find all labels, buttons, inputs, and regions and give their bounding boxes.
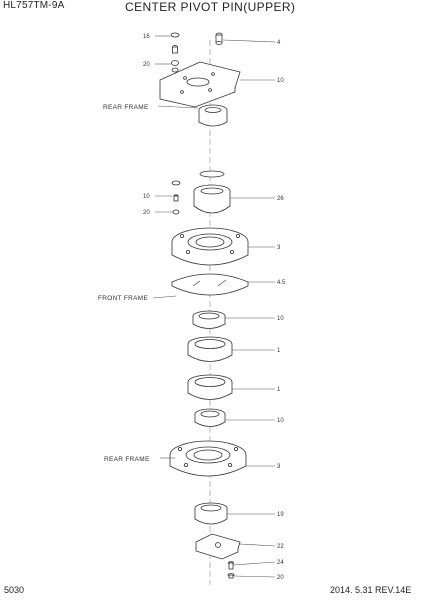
rear-frame-bottom-label: REAR FRAME — [104, 456, 150, 463]
callout-22: 22 — [277, 544, 284, 550]
callout-10-plate: 10 — [277, 78, 284, 84]
pin-collar-part — [193, 170, 231, 214]
callout-20-lower: 20 — [277, 575, 284, 581]
front-frame-label: FRONT FRAME — [98, 295, 148, 302]
upper-plate-part — [159, 61, 241, 108]
front-frame-leader — [152, 295, 177, 299]
rear-frame-top-label: REAR FRAME — [103, 104, 149, 111]
callout-24: 24 — [277, 560, 284, 566]
callout-26: 26 — [277, 196, 284, 202]
bearing-housing-lower — [169, 440, 247, 477]
callout-1-lower: 1 — [277, 387, 281, 393]
callout-4-5: 4.5 — [277, 280, 286, 286]
callout-3-lower: 3 — [277, 464, 281, 470]
lock-plate-part — [195, 533, 241, 560]
upper-bushing-part — [198, 104, 228, 127]
bearing-upper-part — [187, 336, 233, 362]
callout-3-upper: 3 — [277, 245, 281, 251]
revision-date: 2014. 5.31 REV.14E — [330, 585, 412, 595]
callout-10-middle: 10 — [143, 194, 150, 200]
lower-collar-part — [194, 502, 228, 525]
seal-lower-part — [194, 408, 226, 427]
shim-plate-part — [171, 273, 249, 296]
rear-frame-top-leader — [157, 105, 199, 109]
callout-10-seal-upper: 10 — [277, 316, 284, 322]
callout-20-upper: 20 — [143, 62, 150, 68]
grease-nipple-part — [215, 32, 223, 45]
seal-upper-part — [192, 310, 226, 329]
bearing-housing-upper — [171, 227, 249, 266]
callout-16: 16 — [143, 34, 150, 40]
callout-20-middle: 20 — [143, 210, 150, 216]
callout-4: 4 — [277, 40, 281, 46]
callout-19: 19 — [277, 512, 284, 518]
small-hardware-middle — [171, 180, 181, 215]
model-code: HL757TM-9A — [3, 0, 65, 11]
page-number: 5030 — [4, 585, 25, 595]
small-hardware-upper — [170, 32, 180, 73]
callout-1-upper: 1 — [277, 348, 281, 354]
lower-bolt-part — [227, 561, 235, 579]
callout-10-seal-lower: 10 — [277, 418, 284, 424]
bearing-lower-part — [187, 374, 233, 400]
diagram-title: CENTER PIVOT PIN(UPPER) — [125, 0, 296, 14]
leader-lines — [155, 35, 276, 578]
